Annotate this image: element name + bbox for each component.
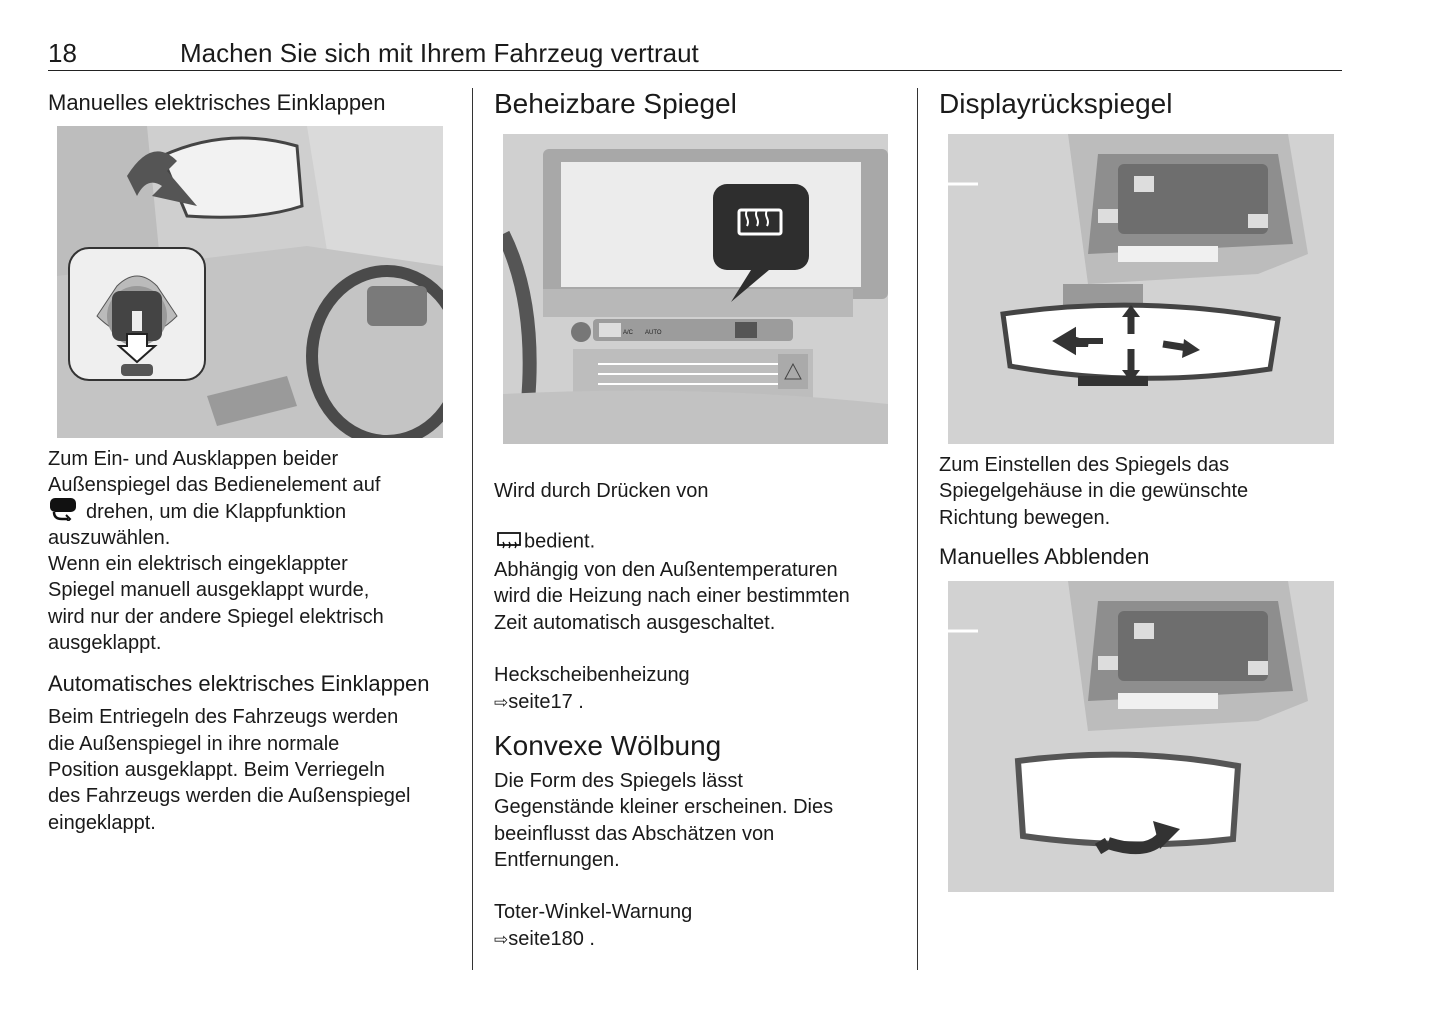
column-2-body: Wird durch Drücken von bedient. Abhängig…	[494, 452, 899, 953]
dash-label-ac: A/C	[623, 330, 634, 336]
fold-instructions-part1: Zum Ein- und Ausklappen beider Außenspie…	[48, 448, 381, 497]
convex-text: Die Form des Spiegels lässt Gegenstände …	[494, 769, 834, 871]
reference-text: Toter-Winkel-Warnung	[494, 901, 693, 924]
reference-text: Heckscheibenheizung	[494, 664, 690, 687]
instruction-end: bedient.	[524, 529, 596, 552]
section-heading-auto-fold: Automatisches elektrisches Einklappen	[48, 671, 430, 697]
rear-defrost-icon	[497, 505, 521, 558]
column-1-body: Zum Ein- und Ausklappen beider Außenspie…	[48, 446, 453, 836]
reference-rear-heating: Heckscheibenheizung ⇨seite17 .	[494, 636, 899, 716]
display-mirror-adjust-text: Zum Einstellen des Spiegels das Spiegelg…	[939, 454, 1249, 529]
auto-fold-text: Beim Entriegeln des Fahrzeugs werden die…	[48, 706, 411, 834]
heated-mirror-instruction: Wird durch Drücken von bedient.	[494, 452, 899, 557]
reference-link[interactable]: seite180 .	[508, 927, 595, 950]
column-divider-right	[917, 88, 918, 970]
section-heading-manual-dim: Manuelles Abblenden	[939, 543, 1150, 569]
arrow-icon: ⇨	[494, 929, 509, 949]
manual-dim-illustration	[948, 581, 1334, 892]
column-3: Displayrückspiegel	[939, 86, 1339, 122]
heated-mirror-auto-off-text: Abhängig von den Außentemperaturen wird …	[494, 559, 850, 634]
page-number: 18	[48, 38, 77, 68]
heated-mirror-dashboard-illustration: A/C AUTO	[503, 134, 888, 444]
column-1: Manuelles elektrisches Einklappen	[48, 86, 453, 117]
mirror-fold-icon	[48, 497, 80, 526]
reference-link[interactable]: seite17 .	[508, 690, 584, 713]
display-mirror-adjust-illustration	[948, 134, 1334, 444]
instruction-start: Wird durch Drücken von	[494, 480, 709, 503]
section-heading-display-mirror: Displayrückspiegel	[939, 88, 1173, 119]
column-2: Beheizbare Spiegel	[494, 86, 894, 122]
page-header: 18 Machen Sie sich mit Ihrem Fahrzeug ve…	[48, 36, 1342, 71]
section-heading-heated-mirrors: Beheizbare Spiegel	[494, 88, 737, 119]
page-title: Machen Sie sich mit Ihrem Fahrzeug vertr…	[180, 38, 699, 68]
mirror-fold-illustration	[57, 126, 443, 438]
dash-label-auto: AUTO	[645, 330, 662, 336]
reference-blind-spot: Toter-Winkel-Warnung ⇨seite180 .	[494, 873, 899, 953]
section-heading-convex: Konvexe Wölbung	[494, 729, 722, 761]
fold-instructions-part2: drehen, um die Klappfunktion auszuwählen…	[48, 500, 384, 655]
section-heading: Manuelles elektrisches Einklappen	[48, 90, 386, 115]
column-divider-left	[472, 88, 473, 970]
arrow-icon: ⇨	[494, 692, 509, 712]
column-3-body: Zum Einstellen des Spiegels das Spiegelg…	[939, 452, 1339, 571]
